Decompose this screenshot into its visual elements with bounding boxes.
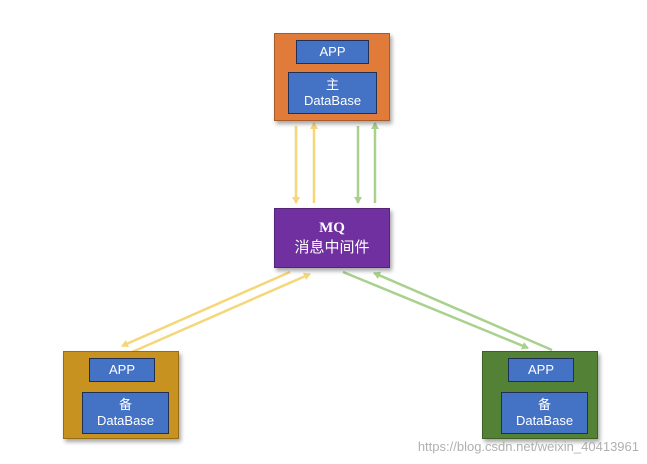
arrow-mq-to-backup-left: [121, 270, 291, 348]
backup-right-db-line1: 备: [537, 397, 551, 412]
mq-node: MQ 消息中间件: [274, 208, 390, 268]
arrow-mq-to-backup-right: [342, 270, 529, 350]
watermark-text: https://blog.csdn.net/weixin_40413961: [417, 439, 639, 454]
mq-title: MQ: [319, 220, 345, 236]
backup-left-db-line1: 备: [118, 397, 132, 412]
backup-left-app-label: APP: [108, 362, 135, 377]
backup-right-node: APP 备 DataBase: [482, 351, 598, 439]
backup-right-app-label: APP: [527, 362, 554, 377]
backup-right-app-box: APP: [508, 358, 574, 382]
primary-app-label: APP: [319, 44, 346, 59]
backup-right-db-line2: DataBase: [515, 413, 574, 428]
primary-db-line1: 主: [325, 77, 339, 92]
primary-db-line2: DataBase: [303, 93, 362, 108]
backup-left-db-line2: DataBase: [96, 413, 155, 428]
backup-left-node: APP 备 DataBase: [63, 351, 179, 439]
primary-app-box: APP: [296, 40, 369, 64]
backup-right-database-box: 备 DataBase: [501, 392, 588, 434]
primary-node: APP 主 DataBase: [274, 33, 390, 121]
arrow-backup-right-to-mq: [373, 271, 553, 352]
mq-subtitle: 消息中间件: [294, 238, 370, 256]
primary-database-box: 主 DataBase: [288, 72, 377, 114]
backup-left-database-box: 备 DataBase: [82, 392, 169, 434]
arrow-backup-left-to-mq: [131, 272, 311, 354]
backup-left-app-box: APP: [89, 358, 155, 382]
